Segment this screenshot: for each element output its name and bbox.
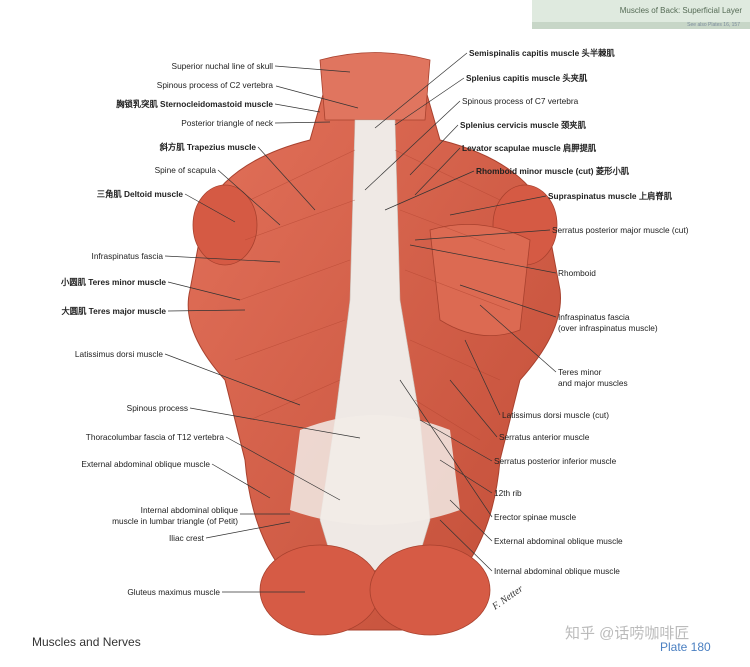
label-rhomboid: Rhomboid [558, 268, 596, 278]
label-teres-major: 大圆肌 Teres major muscle [61, 306, 166, 316]
right-scapula-region [429, 223, 531, 336]
label-c7-spinous: Spinous process of C7 vertebra [462, 96, 579, 106]
label-serratus-anterior: Serratus anterior muscle [499, 432, 590, 442]
label-12th-rib: 12th rib [494, 488, 522, 498]
label-splenius-cervicis: Splenius cervicis muscle 颈夹肌 [460, 120, 586, 130]
label-posterior-triangle: Posterior triangle of neck [181, 118, 273, 128]
label-superior-nuchal-line: Superior nuchal line of skull [171, 61, 273, 71]
label-semispinalis-capitis: Semispinalis capitis muscle 头半棘肌 [469, 48, 615, 58]
label-infraspinatus-fascia: Infraspinatus fascia [91, 251, 163, 261]
header-banner: Muscles of Back: Superficial Layer [532, 0, 750, 22]
muscle-fibers [234, 149, 511, 441]
label-internal-oblique-right: Internal abdominal oblique muscle [494, 566, 620, 576]
label-gluteus-maximus: Gluteus maximus muscle [127, 587, 220, 597]
label-teres-minor-major-1: Teres minor [558, 367, 602, 377]
label-supraspinatus: Supraspinatus muscle 上肩脊肌 [548, 191, 673, 201]
label-c2-spinous: Spinous process of C2 vertebra [156, 80, 273, 90]
label-deltoid: 三角肌 Deltoid muscle [96, 189, 183, 199]
label-erector-spinae: Erector spinae muscle [494, 512, 577, 522]
label-splenius-capitis: Splenius capitis muscle 头夹肌 [466, 73, 588, 83]
label-serratus-posterior-major: Serratus posterior major muscle (cut) [552, 225, 689, 235]
label-internal-oblique-2: muscle in lumbar triangle (of Petit) [112, 516, 238, 526]
header-sub: See also Plates 16, 157 [687, 22, 740, 28]
label-trapezius: 斜方肌 Trapezius muscle [159, 142, 256, 152]
label-thoracolumbar-fascia: Thoracolumbar fascia of T12 vertebra [85, 432, 224, 442]
label-iliac-crest: Iliac crest [168, 533, 204, 543]
thoracolumbar-fascia [290, 415, 460, 525]
leader-lines-right [364, 52, 557, 572]
label-teres-minor: 小圆肌 Teres minor muscle [61, 277, 166, 287]
right-gluteus [369, 544, 491, 636]
label-teres-minor-major-2: and major muscles [558, 378, 628, 388]
label-infraspinatus-fascia-right-1: Infraspinatus fascia [558, 312, 630, 322]
header-title: Muscles of Back: Superficial Layer [619, 6, 742, 15]
label-levator-scapulae: Levator scapulae muscle 肩胛提肌 [462, 143, 597, 153]
label-external-oblique-left: External abdominal oblique muscle [81, 459, 210, 469]
label-rhomboid-minor: Rhomboid minor muscle (cut) 菱形小肌 [476, 166, 630, 176]
leader-lines-left [164, 65, 361, 593]
label-spine-scapula: Spine of scapula [154, 165, 216, 175]
label-latissimus-dorsi-cut: Latissimus dorsi muscle (cut) [502, 410, 609, 420]
label-sternocleidomastoid: 胸锁乳突肌 Sternocleidomastoid muscle [116, 99, 273, 109]
label-internal-oblique-1: Internal abdominal oblique [140, 505, 238, 515]
left-deltoid [192, 184, 258, 266]
label-serratus-posterior-inferior: Serratus posterior inferior muscle [494, 456, 617, 466]
footer-plate-number: Plate 180 [660, 640, 711, 654]
watermark: 知乎 @话唠咖啡匠 [565, 625, 690, 642]
left-gluteus [259, 544, 381, 636]
footer-section-title: Muscles and Nerves [32, 635, 141, 649]
label-latissimus-dorsi: Latissimus dorsi muscle [74, 349, 163, 359]
header-subbar: See also Plates 16, 157 [532, 22, 750, 29]
label-external-oblique-right: External abdominal oblique muscle [494, 536, 623, 546]
artist-signature: F. Netter [490, 583, 526, 613]
label-infraspinatus-fascia-right-2: (over infraspinatus muscle) [558, 323, 658, 333]
neck-region [319, 52, 431, 121]
label-spinous-process: Spinous process [126, 403, 188, 413]
